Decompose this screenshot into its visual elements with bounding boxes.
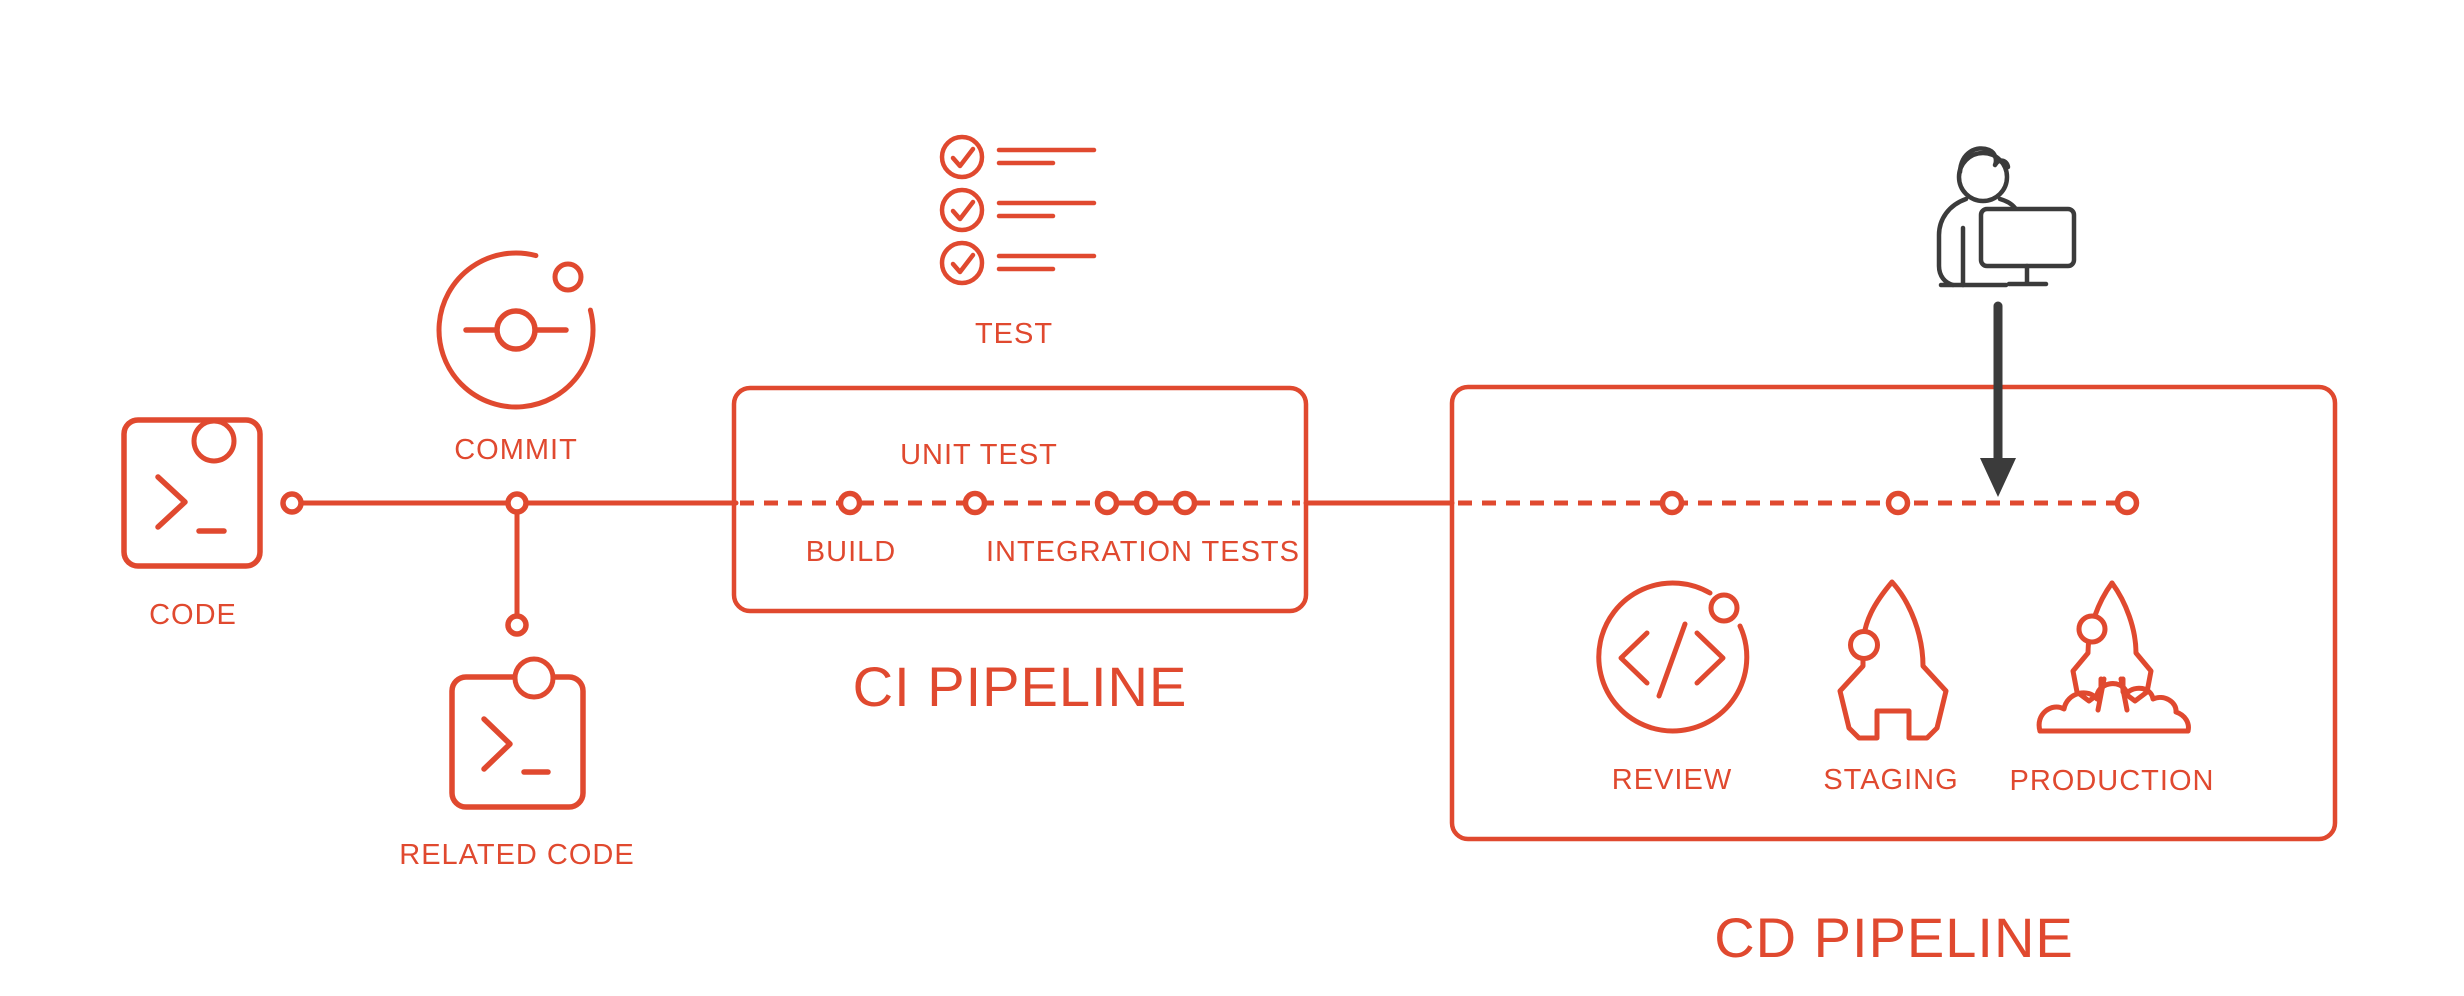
person-hair: [1957, 146, 2011, 175]
commit-label: COMMIT: [454, 434, 578, 466]
check-circle-icon: [939, 134, 985, 180]
rocket-icon: [1837, 579, 1949, 741]
production-end-node: [2114, 490, 2140, 516]
checkmark-icon: [950, 252, 976, 275]
code-review-circle-icon: [1596, 580, 1750, 734]
branch-end-node: [505, 613, 529, 637]
test-label: TEST: [975, 318, 1053, 350]
related-code-terminal-icon: [449, 656, 586, 810]
rocket-porthole: [1848, 629, 1880, 661]
unit-test-label: UNIT TEST: [900, 439, 1058, 471]
arrow-head: [1980, 458, 2016, 497]
production-label: PRODUCTION: [2010, 765, 2215, 797]
start-node: [280, 491, 304, 515]
terminal-badge-circle: [191, 418, 237, 464]
person-at-monitor-icon: [1936, 146, 2077, 288]
integration-tests-label: INTEGRATION TESTS: [986, 536, 1300, 568]
down-arrow-icon: [1980, 301, 2016, 497]
rocket-launch-icon: [2036, 580, 2191, 734]
cd-pipeline-box: [1449, 384, 2338, 842]
launch-cloud: [2036, 681, 2191, 734]
terminal-window-icon: [121, 417, 263, 569]
commit-satellite-circle: [552, 261, 584, 293]
rocket-body-right: [2109, 580, 2154, 704]
integration-node-2: [1133, 490, 1159, 516]
check-circle-icon: [939, 240, 985, 286]
code-slash: [1656, 621, 1688, 699]
test-checklist-icon: [939, 134, 1097, 286]
code-close-bracket: [1694, 630, 1726, 686]
prompt-chevron-icon: [155, 474, 188, 530]
commit-node: [505, 491, 529, 515]
prompt-chevron-icon: [481, 716, 513, 772]
build-node: [837, 490, 863, 516]
timeline: [280, 490, 2140, 637]
checkmark-icon: [950, 146, 976, 169]
ci-pipeline-box: [731, 385, 1309, 614]
git-commit-icon: [436, 250, 596, 410]
review-orbit-arc: [1596, 580, 1750, 734]
integration-node-3: [1172, 490, 1198, 516]
integration-node-1: [1094, 490, 1120, 516]
terminal-window-icon: [449, 674, 586, 810]
commit-center-circle: [494, 308, 538, 352]
checkmark-icon: [950, 199, 976, 222]
review-satellite-circle: [1708, 592, 1740, 624]
code-open-bracket: [1618, 630, 1650, 686]
commit-orbit-arc: [436, 250, 596, 410]
review-label: REVIEW: [1612, 764, 1732, 796]
person-shoulder: [1997, 196, 2018, 211]
person-torso: [1936, 196, 1969, 288]
unit-test-node: [962, 490, 988, 516]
rocket-porthole: [2076, 613, 2108, 645]
code-label: CODE: [149, 599, 237, 631]
rocket-body: [1837, 579, 1949, 741]
person-head: [1956, 150, 2010, 204]
staging-label: STAGING: [1823, 764, 1958, 796]
terminal-badge-circle: [512, 656, 556, 700]
code-terminal-icon: [121, 417, 263, 569]
check-circle-icon: [939, 187, 985, 233]
related-code-label: RELATED CODE: [399, 839, 634, 871]
ci-pipeline-title: CI PIPELINE: [853, 655, 1188, 718]
staging-node: [1885, 490, 1911, 516]
build-label: BUILD: [806, 536, 896, 568]
review-node: [1659, 490, 1685, 516]
monitor-icon: [1978, 206, 2077, 269]
cd-pipeline-title: CD PIPELINE: [1714, 906, 2074, 969]
